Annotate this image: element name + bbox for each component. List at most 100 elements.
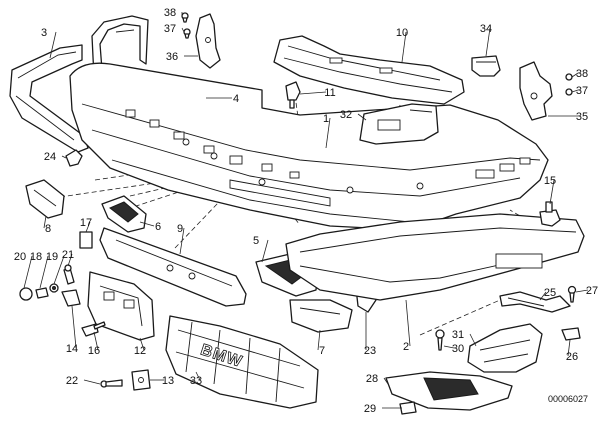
callout-label-29: 29 bbox=[364, 403, 376, 415]
clip-24 bbox=[65, 149, 83, 167]
callout-leader-28 bbox=[383, 377, 389, 385]
callout-label-14: 14 bbox=[66, 343, 78, 355]
screw-30 bbox=[435, 329, 445, 351]
callout-leader-25 bbox=[539, 291, 547, 301]
callout-label-20: 20 bbox=[14, 251, 26, 263]
side-bracket-35 bbox=[519, 61, 553, 121]
screw-37-right bbox=[565, 88, 573, 96]
callout-label-7: 7 bbox=[319, 345, 325, 357]
callout-label-28: 28 bbox=[366, 373, 378, 385]
clip-29 bbox=[399, 401, 417, 415]
callout-leader-7 bbox=[317, 329, 321, 351]
callout-leader-14 bbox=[71, 305, 77, 349]
screw-37-top bbox=[183, 28, 191, 39]
callout-label-27: 27 bbox=[586, 285, 598, 297]
callout-leader-33 bbox=[195, 371, 201, 381]
callout-label-33: 33 bbox=[190, 375, 202, 387]
callout-leader-11 bbox=[299, 91, 327, 95]
clip-26 bbox=[561, 327, 581, 341]
callout-label-16: 16 bbox=[88, 345, 100, 357]
callout-leader-12 bbox=[139, 337, 145, 351]
callout-leader-16 bbox=[93, 331, 99, 351]
callout-label-25: 25 bbox=[544, 287, 556, 299]
callout-label-3: 3 bbox=[41, 27, 47, 39]
callout-label-1: 1 bbox=[323, 113, 329, 125]
callout-leader-37 bbox=[181, 27, 185, 33]
callout-leader-15 bbox=[549, 179, 555, 205]
callout-leader-8 bbox=[43, 215, 47, 229]
callout-leader-2 bbox=[405, 299, 411, 347]
callout-leader-30 bbox=[443, 345, 455, 349]
callout-leader-10 bbox=[401, 31, 407, 63]
callout-leader-18 bbox=[39, 255, 49, 289]
fog-light-frame-6 bbox=[101, 195, 147, 233]
mount-clip-34 bbox=[471, 55, 501, 77]
plate-17 bbox=[79, 231, 93, 249]
screw-22 bbox=[100, 379, 123, 388]
strut-25 bbox=[499, 291, 571, 313]
callout-leader-26 bbox=[567, 339, 571, 357]
callout-leader-21 bbox=[67, 253, 73, 267]
air-duct-31 bbox=[467, 323, 543, 373]
callout-label-6: 6 bbox=[155, 221, 161, 233]
callout-label-34: 34 bbox=[480, 23, 492, 35]
callout-label-18: 18 bbox=[30, 251, 42, 263]
nut-13 bbox=[131, 369, 151, 391]
callout-leader-19 bbox=[53, 255, 65, 285]
callout-leader-9 bbox=[179, 227, 185, 255]
bmw-lower-panel: BMW bbox=[165, 315, 319, 409]
lower-trim-28 bbox=[385, 371, 513, 411]
callout-label-5: 5 bbox=[253, 235, 259, 247]
callout-label-4: 4 bbox=[233, 93, 239, 105]
callout-label-35: 35 bbox=[576, 111, 588, 123]
callout-label-37: 37 bbox=[576, 85, 588, 97]
callout-label-13: 13 bbox=[162, 375, 174, 387]
callout-label-10: 10 bbox=[396, 27, 408, 39]
callout-label-2: 2 bbox=[403, 341, 409, 353]
callout-leader-6 bbox=[139, 221, 155, 227]
callout-leader-27 bbox=[575, 289, 589, 293]
callout-leader-22 bbox=[83, 379, 101, 385]
screw-16 bbox=[81, 321, 106, 337]
impact-bracket bbox=[359, 103, 439, 145]
callout-leader-20 bbox=[23, 255, 33, 289]
stud-15 bbox=[539, 201, 561, 227]
callout-label-37: 37 bbox=[164, 23, 176, 35]
foglamp-7 bbox=[289, 299, 353, 333]
callout-label-30: 30 bbox=[452, 343, 464, 355]
callout-label-12: 12 bbox=[134, 345, 146, 357]
main-bumper-shell bbox=[69, 62, 549, 231]
license-plate-base-9 bbox=[99, 227, 247, 307]
left-end-cap bbox=[9, 44, 89, 153]
left-grille-insert bbox=[25, 179, 65, 219]
callout-leader-17 bbox=[85, 221, 91, 233]
callout-label-9: 9 bbox=[177, 223, 183, 235]
callout-label-23: 23 bbox=[364, 345, 376, 357]
upper-bracket-36 bbox=[195, 13, 221, 69]
callout-label-11: 11 bbox=[324, 87, 335, 99]
callout-leader-3 bbox=[49, 31, 57, 59]
callout-leader-24 bbox=[61, 155, 67, 159]
callout-label-22: 22 bbox=[66, 375, 78, 387]
callout-label-19: 19 bbox=[46, 251, 58, 263]
callout-label-21: 21 bbox=[62, 249, 74, 261]
callout-leader-37 bbox=[571, 89, 579, 93]
lower-spoiler-2 bbox=[285, 213, 585, 301]
callout-leader-34 bbox=[485, 27, 491, 57]
screw-27 bbox=[567, 285, 577, 303]
callout-leader-38 bbox=[571, 72, 579, 78]
screw-38-top bbox=[181, 12, 189, 23]
callout-label-24: 24 bbox=[44, 151, 56, 163]
callout-label-38: 38 bbox=[164, 7, 176, 19]
callout-label-15: 15 bbox=[544, 175, 556, 187]
callout-label-31: 31 bbox=[452, 329, 464, 341]
callout-leader-31 bbox=[469, 333, 477, 347]
callout-label-8: 8 bbox=[45, 223, 51, 235]
callout-leader-1 bbox=[325, 117, 331, 149]
callout-label-32: 32 bbox=[340, 109, 352, 121]
callout-label-17: 17 bbox=[80, 217, 92, 229]
catalog-number: 00006027 bbox=[548, 394, 588, 404]
